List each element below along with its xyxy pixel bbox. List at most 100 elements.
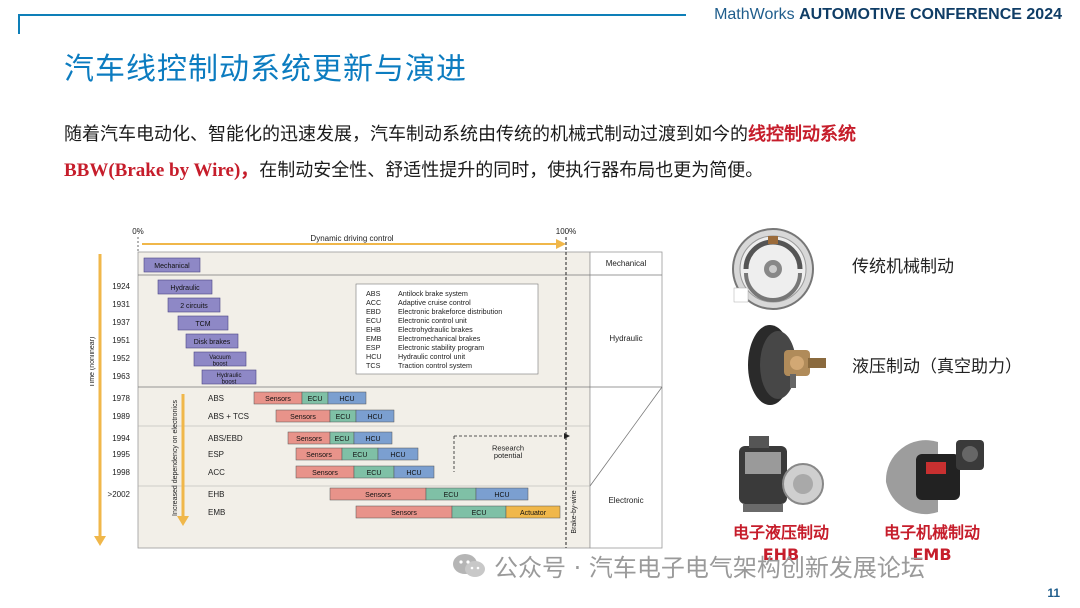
system-name-1: ABS + TCS [208, 412, 249, 421]
legend-abbr-1: ACC [366, 298, 381, 307]
system-2-block-label-1: ECU [335, 436, 350, 443]
system-2-block-label-0: Sensors [296, 436, 322, 443]
brake-evolution-svg: MechanicalHydraulicElectronic0%100%Dynam… [89, 227, 663, 549]
hydraulic-step-box-1 [157, 279, 213, 295]
system-name-3: ESP [208, 450, 224, 459]
legend-desc-6: Electronic stability program [398, 343, 484, 352]
body-line-2: BBW(Brake by Wire)，在制动安全性、舒适性提升的同时，使执行器布… [64, 155, 763, 182]
system-4-block-label-0: Sensors [312, 470, 338, 477]
research-arrowhead [564, 433, 570, 439]
vacuum-booster-image [740, 318, 830, 412]
legend-abbr-3: ECU [366, 316, 381, 325]
year-label-4: 1952 [112, 354, 130, 363]
caption-ehb-text: 电子液压制动 EHB [732, 523, 829, 564]
caption-ehb: 电子液压制动 EHB [725, 522, 837, 566]
drum-brake-image [730, 226, 816, 312]
body-line-1-text: 随着汽车电动化、智能化的迅速发展，汽车制动系统由传统的机械式制动过渡到如今的 [64, 124, 748, 145]
year-label-11: >2002 [108, 490, 131, 499]
conference-brand: MathWorks AUTOMOTIVE CONFERENCE 2024 [714, 6, 1062, 24]
body-line-1: 随着汽车电动化、智能化的迅速发展，汽车制动系统由传统的机械式制动过渡到如今的线控… [64, 120, 856, 146]
system-0-block-label-1: ECU [308, 396, 323, 403]
dynamic-control-arrowhead [556, 239, 566, 249]
caption-emb-text: 电子机械制动 EMB [883, 523, 980, 564]
hydraulic-step-label-3: TCM [195, 321, 210, 328]
time-axis-label: Time (nonlinear) [90, 337, 96, 388]
system-6-block-2 [505, 505, 561, 519]
header-rule-tick [18, 14, 20, 34]
system-6-block-label-0: Sensors [391, 510, 417, 517]
zone-column [589, 251, 663, 549]
legend-abbr-4: EHB [366, 325, 381, 334]
year-label-10: 1998 [112, 468, 130, 477]
legend-box [355, 283, 539, 375]
system-6-block-label-2: Actuator [520, 510, 547, 517]
ehb-unit-image [733, 432, 827, 520]
system-name-0: ABS [208, 394, 224, 403]
legend-desc-0: Antilock brake system [398, 289, 468, 298]
body-line-1-highlight: 线控制动系统 [748, 124, 856, 145]
system-1-block-label-0: Sensors [290, 414, 316, 421]
year-label-2: 1937 [112, 318, 130, 327]
caption-hydraulic-brake: 液压制动（真空助力） [852, 357, 1022, 377]
caption-emb: 电子机械制动 EMB [876, 522, 988, 566]
system-2-block-label-2: HCU [365, 436, 380, 443]
zone-label-hydraulic: Hydraulic [609, 334, 642, 343]
caption-mechanical-brake: 传统机械制动 [852, 257, 954, 277]
system-6-block-label-1: ECU [472, 510, 487, 517]
hydraulic-step-label-0: Mechanical [154, 263, 190, 270]
legend-desc-2: Electronic brakeforce distribution [398, 307, 502, 316]
watermark-text: 公众号 · 汽车电子电气架构创新发展论坛 [494, 554, 925, 582]
system-0-block-label-2: HCU [339, 396, 354, 403]
system-name-2: ABS/EBD [208, 434, 243, 443]
hydraulic-step-label-1: Hydraulic [170, 285, 200, 292]
wechat-watermark: 公众号 · 汽车电子电气架构创新发展论坛 [452, 548, 925, 583]
body-line-2-text: 在制动安全性、舒适性提升的同时，使执行器布局也更为简便。 [259, 160, 764, 181]
axis-label-0pct: 0% [132, 227, 144, 236]
system-name-5: EHB [208, 490, 224, 499]
system-0-block-label-0: Sensors [265, 396, 291, 403]
system-3-block-label-0: Sensors [306, 452, 332, 459]
dynamic-control-label: Dynamic driving control [310, 234, 393, 243]
body-line-2-highlight: BBW(Brake by Wire)， [64, 160, 260, 181]
wechat-icon [453, 553, 485, 577]
brand-prefix: MathWorks [714, 6, 795, 23]
legend-desc-5: Electromechanical brakes [398, 334, 481, 343]
legend-desc-4: Electrohydraulic brakes [398, 325, 473, 334]
hydraulic-step-box-0 [143, 257, 201, 273]
system-name-4: ACC [208, 468, 225, 477]
legend-desc-8: Traction control system [398, 361, 472, 370]
hydraulic-step-label-2: 2 circuits [180, 303, 208, 310]
slide-title: 汽车线控制动系统更新与演进 [64, 52, 467, 87]
year-label-0: 1924 [112, 282, 130, 291]
emb-unit-image [878, 432, 990, 520]
legend-desc-7: Hydraulic control unit [398, 352, 465, 361]
year-label-5: 1963 [112, 372, 130, 381]
zone-diagonal [589, 386, 663, 487]
system-5-block-label-0: Sensors [365, 492, 391, 499]
legend-desc-3: Electronic control unit [398, 316, 467, 325]
hydraulic-step-box-4 [185, 333, 239, 349]
axis-label-100pct: 100% [556, 227, 576, 236]
year-label-3: 1951 [112, 336, 130, 345]
page-number: 11 [1047, 586, 1060, 600]
year-label-6: 1978 [112, 394, 130, 403]
system-1-block-2 [355, 409, 395, 423]
zone-label-mechanical: Mechanical [606, 259, 647, 268]
system-3-block-2 [377, 447, 419, 461]
system-5-block-label-1: ECU [444, 492, 459, 499]
year-label-8: 1994 [112, 434, 130, 443]
header-rule [18, 14, 686, 16]
hydraulic-step-label-4: Disk brakes [194, 339, 231, 346]
system-5-block-2 [475, 487, 529, 501]
legend-abbr-7: HCU [366, 352, 382, 361]
legend-abbr-0: ABS [366, 289, 381, 298]
system-3-block-label-2: HCU [390, 452, 405, 459]
system-2-block-2 [353, 431, 393, 445]
dependency-axis-label: Increased dependency on electronics [172, 400, 179, 516]
time-arrowhead [94, 536, 106, 546]
legend-abbr-6: ESP [366, 343, 381, 352]
